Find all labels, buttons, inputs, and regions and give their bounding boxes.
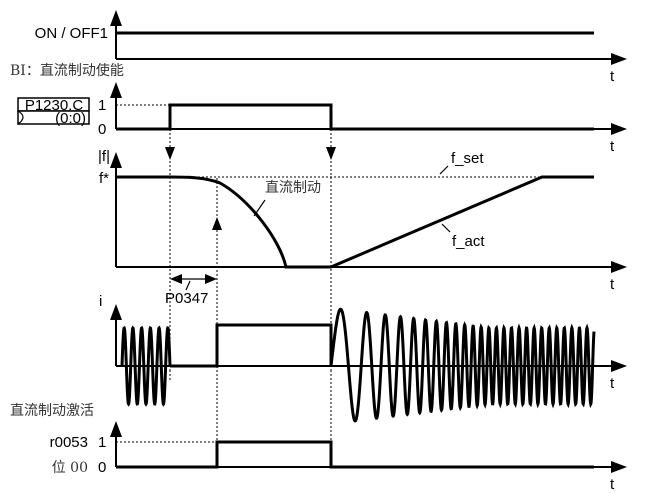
dc-active-signal [116,440,594,469]
freq-axis-label: |f| [98,148,110,165]
bi-enable-caption: BI：直流制动使能 [10,62,124,79]
freq-y-arrow-icon [110,152,122,168]
freq-t-arrow-icon [611,261,627,273]
on-off-t-label: t [610,68,615,85]
bi-enable-signal [116,103,594,131]
bit-label: 位 00 [52,460,88,476]
dc-active-caption: 直流制动激活 [10,402,94,419]
freq-t-label: t [610,276,615,293]
row-current: i t [99,293,627,423]
current-t-label: t [610,375,615,392]
f-act-leader [441,223,451,233]
r0053-label: r0053 [50,434,88,451]
dc-active-level-0: 0 [98,459,106,476]
param-box-p1230: P1230.C (0:0) [17,97,90,127]
p0347-left-arrow-icon [170,274,182,284]
freq-level-label: f* [99,170,109,187]
current-ac-before-brake [120,325,172,407]
f-act-label: f_act [452,233,485,250]
p0347-label: P0347 [165,290,208,307]
bi-level-0: 0 [98,121,106,138]
row-bi-enable: BI：直流制动使能 P1230.C (0:0) 1 0 t [10,62,627,155]
p0347-leader [185,280,191,291]
brake-end-arrow-icon [326,147,336,160]
bi-level-1: 1 [98,97,106,114]
dc-active-t-label: t [610,476,615,493]
f-set-label: f_set [451,150,484,167]
dc-active-t-arrow-icon [611,461,627,473]
brake-start-arrow-icon [165,147,175,160]
bi-t-arrow-icon [611,123,627,135]
bi-y-arrow-icon [110,82,122,98]
dc-active-y-arrow-icon [110,421,122,437]
current-axis-label: i [99,293,102,310]
dc-brake-curve-leader [253,199,266,217]
param-box-line1: P1230.C [25,97,84,114]
param-box-line2: (0:0) [55,110,86,127]
bi-t-label: t [610,138,615,155]
dc-active-level-1: 1 [98,434,106,451]
current-y-arrow-icon [110,304,122,320]
f-set-leader [439,165,449,175]
p0347-right-arrow-icon [205,274,217,284]
dc-brake-curve-label: 直流制动 [265,179,321,196]
on-off-label: ON / OFF1 [35,25,108,42]
row-on-off: ON / OFF1 t [35,10,627,85]
on-off-y-arrow-icon [110,10,122,26]
current-t-arrow-icon [611,360,627,372]
current-dc-brake [170,323,333,368]
f-act-curve [116,175,594,269]
row-frequency: |f| f* t 直流制动 f_set f_act P0347 [98,148,627,307]
dc-active-up-arrow-icon [212,217,222,230]
row-dc-active: 直流制动激活 r0053 位 00 1 0 t [10,402,627,493]
current-ac-after-brake [329,307,596,423]
on-off-t-arrow-icon [611,53,627,65]
